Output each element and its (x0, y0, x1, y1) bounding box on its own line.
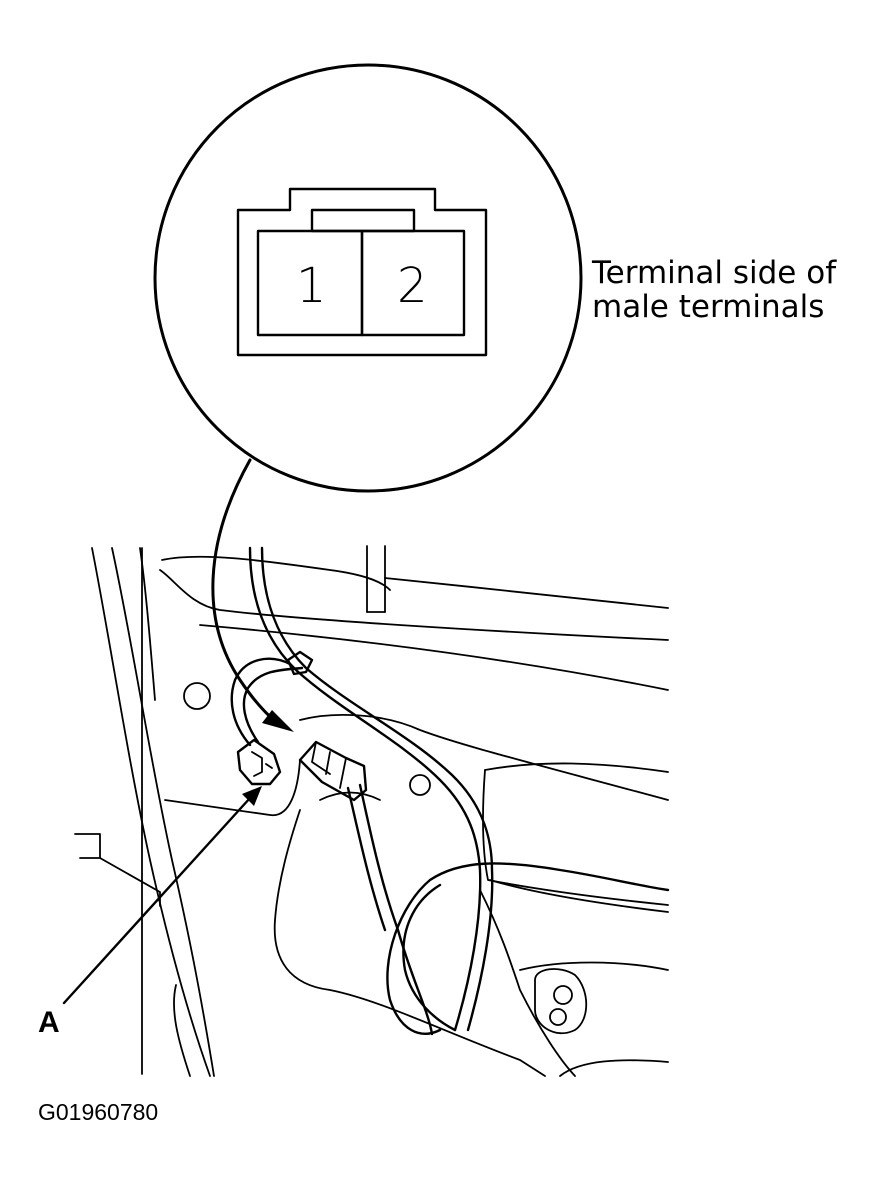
wire-harness (230, 546, 670, 1036)
panel-lower-edge (489, 879, 669, 913)
connector-a (236, 738, 282, 786)
connector-detail-view: 1 2 (153, 63, 583, 493)
magnifier-circle (153, 63, 583, 493)
terminal-cavity-2 (360, 229, 466, 337)
panel-hole-small (183, 682, 211, 710)
door-panel (74, 545, 669, 1077)
window-frame-lower (199, 624, 669, 691)
pin-number-1: 1 (296, 258, 327, 314)
connector-a-latch (251, 751, 263, 777)
mating-connector (298, 740, 368, 802)
magnifier-leader-line (211, 458, 278, 724)
harness-main-outer (248, 546, 482, 1032)
harness-branch (230, 657, 292, 747)
harness-branch-inner (242, 666, 304, 744)
connector-a-pin (265, 763, 273, 769)
harness-main-inner (260, 546, 494, 1032)
window-frame-molding (159, 569, 669, 641)
panel-cutout (273, 809, 546, 1077)
window-channel-top (384, 577, 669, 609)
connector-latch-tab (310, 208, 416, 233)
harness-loop-outer (386, 862, 670, 1035)
connector-wire-to-loop-2 (346, 786, 387, 932)
panel-access-hole-outline (299, 713, 669, 801)
callout-a-leader (62, 796, 252, 1005)
panel-ridge-top (484, 762, 669, 773)
connector-wire-to-loop (358, 783, 434, 1036)
pin-number-2: 2 (397, 258, 428, 314)
connector-view-caption: Terminal side of male terminals (592, 256, 836, 324)
boss-hole-upper (553, 985, 573, 1005)
figure-id: G01960780 (38, 1099, 159, 1125)
panel-hole-mid (409, 774, 431, 796)
connector-a-body (236, 738, 282, 786)
door-edge-outer (91, 547, 211, 1077)
panel-lower-contour (479, 889, 576, 1077)
bracket-step (74, 833, 161, 907)
connector-housing-outline (236, 187, 488, 357)
caption-line-2: male terminals (592, 289, 825, 325)
lower-bracket (173, 984, 191, 1077)
leader-arrowhead (262, 710, 294, 732)
panel-lower-flange (519, 961, 669, 971)
panel-boss (534, 968, 588, 1035)
harness-clip (286, 650, 314, 676)
panel-contour-main (164, 759, 301, 816)
panel-right-edge (559, 1059, 669, 1077)
mating-connector-detail (311, 741, 347, 789)
harness-loop-inner (402, 883, 457, 1032)
window-frame-top (161, 555, 391, 591)
door-edge-inner (111, 547, 215, 1077)
callout-a-arrowhead (242, 786, 262, 806)
caption-line-1: Terminal side of (592, 255, 837, 291)
mating-connector-body (298, 740, 368, 802)
callout-a-label: A (38, 1006, 60, 1039)
boss-hole-lower (549, 1008, 567, 1026)
